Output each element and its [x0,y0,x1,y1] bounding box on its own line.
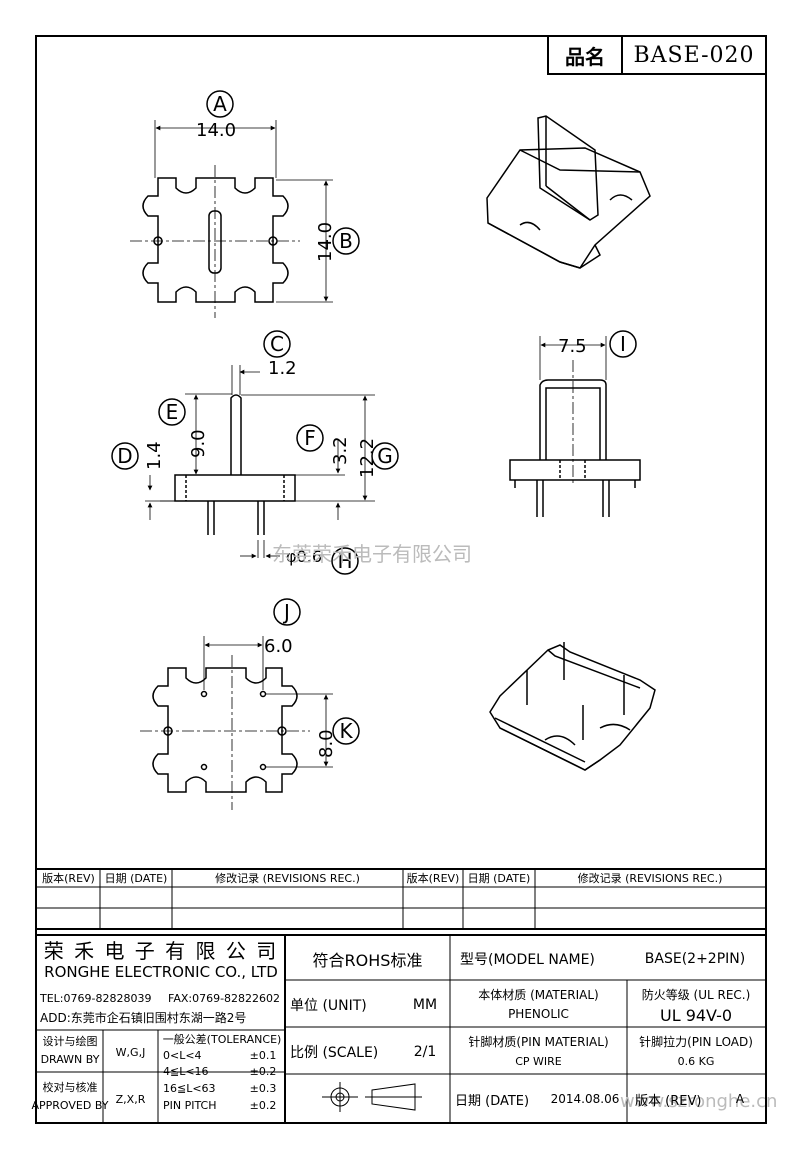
bottom-view [140,636,333,810]
pin-load-label: 针脚拉力(PIN LOAD) [639,1034,753,1049]
tolerance-range-2: 4≦L<16 [163,1064,209,1078]
unit-value: MM [412,996,438,1013]
pin-material-label: 针脚材质(PIN MATERIAL) [468,1034,609,1049]
dim-d-value: 1.4 [144,441,165,470]
tolerance-value-4: ±0.2 [249,1098,277,1112]
callout-c: C [263,330,291,358]
approved-by-cn: 校对与核准 [42,1081,98,1094]
company-address: ADD:东莞市企石镇旧围村东湖一路2号 [40,1010,247,1025]
approved-by-en: APPROVED BY [31,1098,109,1112]
dim-j-value: 6.0 [264,636,293,657]
company-name-en: RONGHE ELECTRONIC CO., LTD [44,963,278,981]
date-label: 日期 (DATE) [455,1093,530,1109]
svg-text:E: E [166,400,179,424]
revision-table [37,868,765,930]
pin-material-value: CP WIRE [515,1054,562,1068]
tolerance-header: 一般公差(TOLERANCE) [162,1033,282,1046]
rev-header-right: 版本(REV) [406,872,460,885]
svg-text:C: C [270,332,284,356]
pin-load-value: 0.6 KG [677,1054,715,1068]
callout-e: E [158,398,186,426]
model-label: 型号(MODEL NAME) [460,951,595,968]
svg-text:K: K [339,719,353,743]
tolerance-value-1: ±0.1 [249,1048,277,1062]
svg-text:I: I [620,332,626,356]
fire-rating-value: UL 94V-0 [659,1005,733,1025]
callout-d: D [111,442,139,470]
rec-header-left: 修改记录 (REVISIONS REC.) [215,872,360,885]
scale-value: 2/1 [413,1043,437,1060]
dim-g-value: 12.2 [357,438,378,478]
callout-j: J [273,598,301,626]
callout-g: G [371,442,399,470]
dim-e-value: 9.0 [188,429,209,458]
tolerance-range-3: 16≦L<63 [163,1081,216,1095]
title-block: 品名 BASE-020 [547,35,767,75]
isometric-view-bottom [489,642,656,771]
rohs-statement: 符合ROHS标准 [312,950,423,970]
title-label: 品名 [549,37,623,73]
callout-i: I [609,330,637,358]
rec-header-right: 修改记录 (REVISIONS REC.) [577,872,723,885]
callout-a: A [206,90,234,118]
dim-f-value: 3.2 [330,436,351,465]
date-header-right: 日期 (DATE) [467,872,531,885]
fire-rating-label: 防火等级 (UL REC.) [641,987,751,1002]
title-block-grid [37,934,765,1124]
corner-watermark: www.szronghe.cn [620,1091,778,1112]
version-value: A [735,1092,745,1106]
version-label: 版本 (REV) [635,1093,702,1109]
dim-c-value: 1.2 [268,358,297,379]
svg-text:J: J [282,600,290,624]
company-fax: FAX:0769-82822602 [168,991,281,1005]
top-view [130,120,333,318]
dim-k-value: 8.0 [316,729,337,758]
company-tel: TEL:0769-82828039 [40,991,152,1005]
date-header-left: 日期 (DATE) [104,872,168,885]
projection-symbol [322,1082,422,1112]
material-value: PHENOLIC [508,1007,569,1021]
drawn-by-cn: 设计与绘图 [42,1035,98,1048]
dim-b-value: 14.0 [315,222,336,262]
svg-text:G: G [377,444,393,468]
drawn-by-value: W,G,J [115,1045,146,1059]
svg-text:H: H [337,549,352,573]
model-value: BASE(2+2PIN) [644,950,746,967]
unit-label: 单位 (UNIT) [290,997,367,1014]
svg-text:B: B [339,229,353,253]
date-value: 2014.08.06 [550,1092,620,1106]
center-watermark: 东莞荣禾电子有限公司 [272,542,472,566]
drawn-by-en: DRAWN BY [40,1052,100,1066]
tolerance-range-1: 0<L<4 [163,1048,202,1062]
callout-k: K [332,717,360,745]
tolerance-range-4: PIN PITCH [163,1098,217,1112]
dim-h-value: φ0.6 [286,547,322,566]
tolerance-value-2: ±0.2 [249,1064,277,1078]
callout-h: H [331,547,359,575]
isometric-view-top [486,115,651,269]
part-number: BASE-020 [633,42,755,68]
company-name-cn: 荣 禾 电 子 有 限 公 司 [43,938,279,963]
svg-text:D: D [117,444,132,468]
svg-text:A: A [213,92,227,116]
svg-text:F: F [304,426,316,450]
dim-a-value: 14.0 [196,120,236,141]
front-view [509,336,641,517]
dim-i-value: 7.5 [558,336,587,357]
approved-by-value: Z,X,R [115,1092,146,1106]
side-view [145,365,375,559]
drawing-frame: 品名 BASE-020 [35,35,767,1124]
tolerance-value-3: ±0.3 [249,1081,277,1095]
scale-label: 比例 (SCALE) [290,1044,379,1061]
rev-header-left: 版本(REV) [42,872,95,885]
callout-f: F [296,424,324,452]
material-label: 本体材质 (MATERIAL) [478,987,599,1002]
callout-b: B [332,227,360,255]
